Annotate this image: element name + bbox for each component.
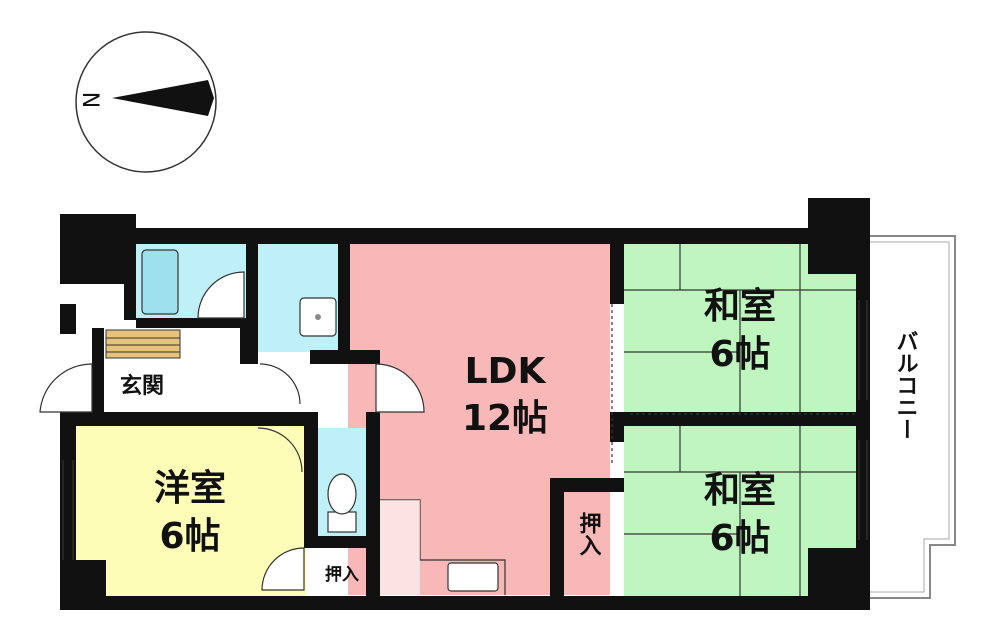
washitsu-north-size: 6帖 [709,334,770,375]
balcony-label: バルコニー [893,330,918,440]
kitchen-counter [380,499,506,595]
balcony: バルコニー [868,235,956,599]
windows [62,300,868,560]
tatami-lines-south [624,426,856,596]
compass-north-label: N [77,92,102,108]
toilet-icon [327,473,357,533]
youshitsu-floor [70,426,306,596]
youshitsu-name: 洋室 [154,468,226,509]
washitsu-north-name: 和室 [704,286,776,327]
oshiire-small-label: 押入 [325,564,359,585]
ldk-name: LDK [465,351,547,392]
tatami-lines-north [624,244,856,414]
ldk-size: 12帖 [462,398,548,439]
compass-needle-icon [112,80,214,116]
washitsu-south-size: 6帖 [709,518,770,559]
shoe-cabinet [105,329,181,359]
door-swings [39,271,856,591]
balcony-outline [868,235,956,599]
washitsu-south-name: 和室 [704,470,776,511]
bathtub-icon [141,249,179,315]
genkan-label: 玄関 [120,373,164,399]
youshitsu-size: 6帖 [159,516,220,557]
compass: N [75,31,217,173]
oshiire-ldk-label: 押入 [576,511,602,556]
